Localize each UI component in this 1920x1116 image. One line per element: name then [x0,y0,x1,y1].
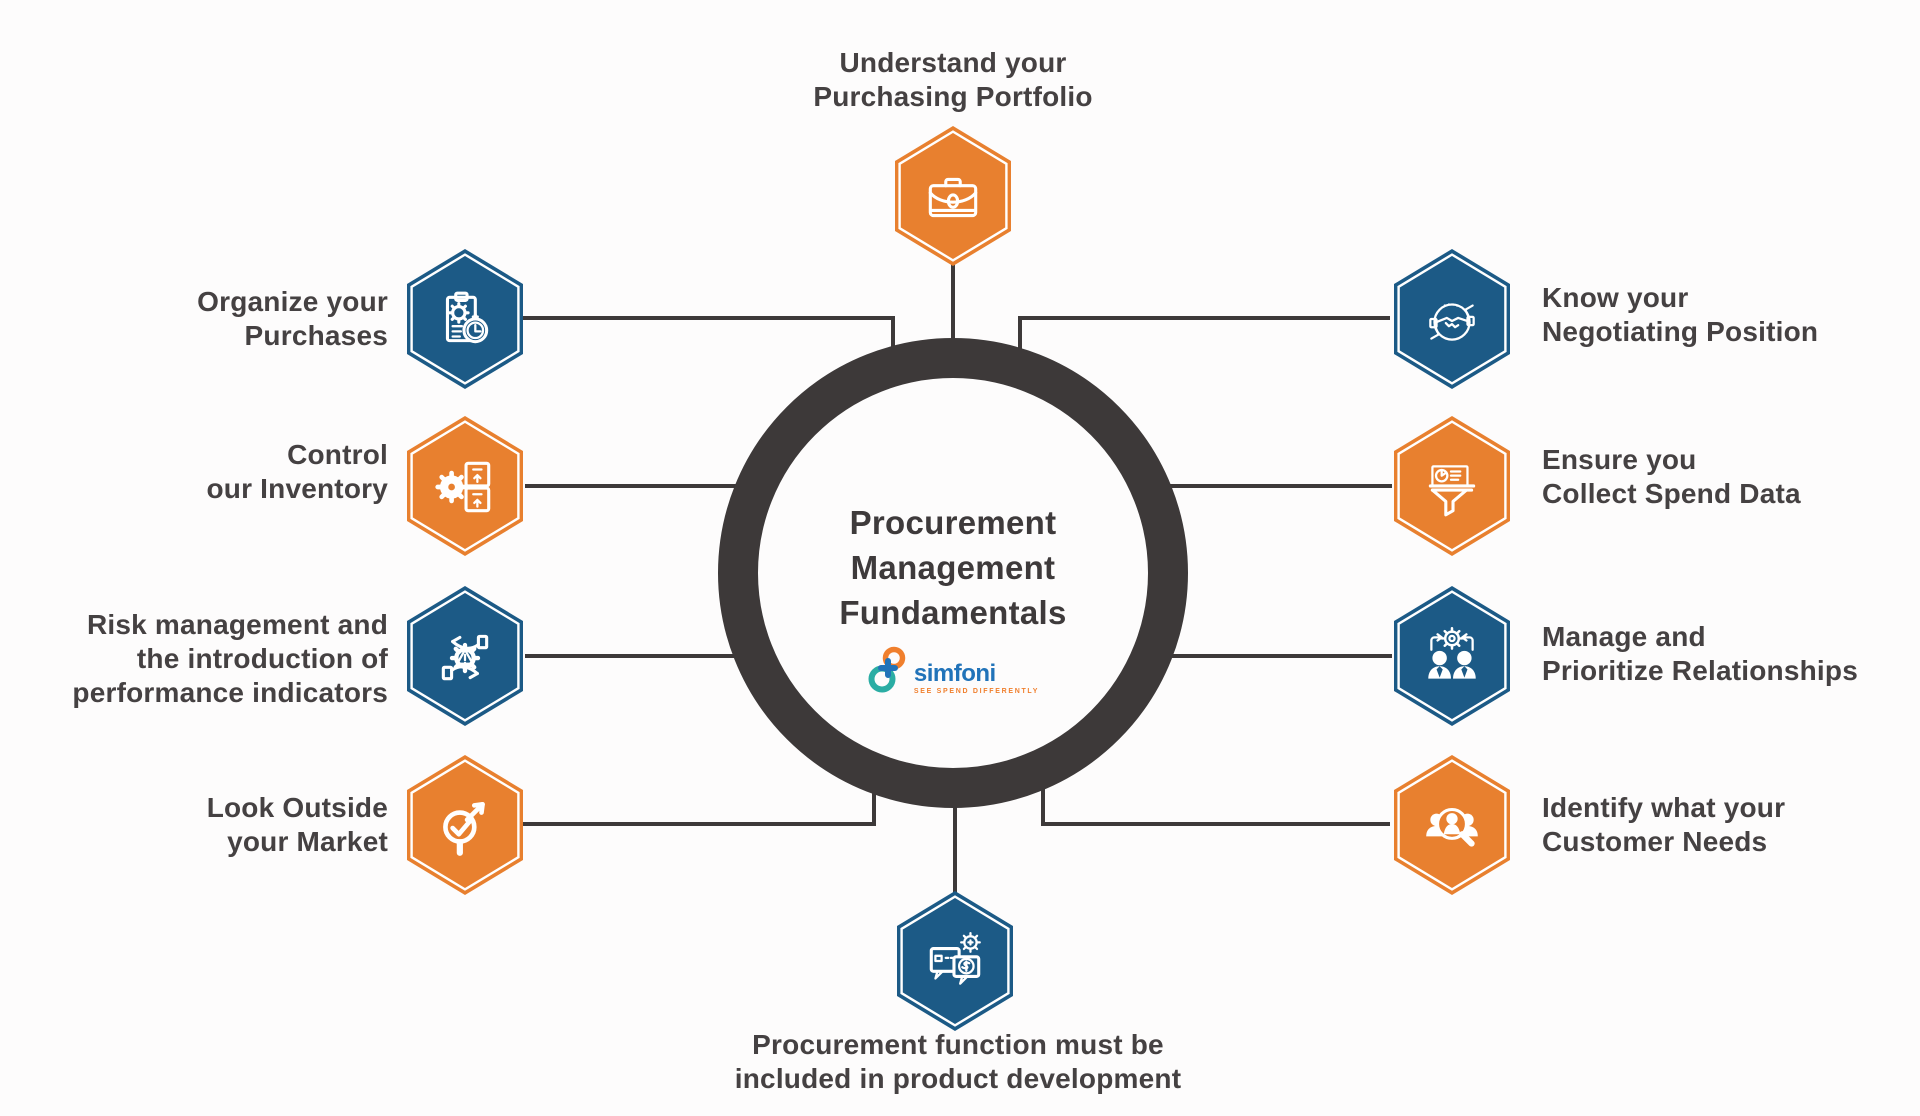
node-label: Understand your Purchasing Portfolio [813,47,1093,112]
node-label: Risk management and the introduction of … [72,609,388,708]
handshake-cycle-icon [1429,303,1475,341]
node-label: Control our Inventory [206,439,388,504]
hexagon [1394,249,1510,389]
briefcase-icon [928,177,978,218]
node-label: Know your Negotiating Position [1542,282,1819,347]
people-magnifier-icon [1426,807,1478,847]
center-circle [718,338,1188,808]
gear-inventory-boxes-icon [432,461,491,513]
node-label: Organize your Purchases [197,286,388,351]
hexagon [1394,586,1510,726]
funnel-spend-data-icon [1428,465,1476,517]
node-label: Look Outside your Market [206,792,388,857]
hands-gear-warning-icon [441,634,489,681]
magnifier-check-growth-icon [443,802,485,856]
simfoni-wordmark: simfoni [913,660,996,687]
simfoni-mark-icon [868,646,906,693]
simfoni-tagline: SEE SPEND DIFFERENTLY [913,688,1040,695]
people-gear-sync-icon [1428,626,1476,679]
node-label: Procurement function must be included in… [734,1029,1182,1094]
clipboard-gear-clock-icon [445,291,489,344]
connector-lines [520,262,1392,895]
chat-money-gear-icon [929,931,981,985]
center-title: Procurement Management Fundamentals [839,504,1067,631]
node-label: Ensure you Collect Spend Data [1542,444,1801,509]
node-label: Manage and Prioritize Relationships [1542,621,1858,686]
node-label: Identify what your Customer Needs [1542,792,1786,857]
simfoni-logo: simfoni SEE SPEND DIFFERENTLY [743,645,1163,695]
